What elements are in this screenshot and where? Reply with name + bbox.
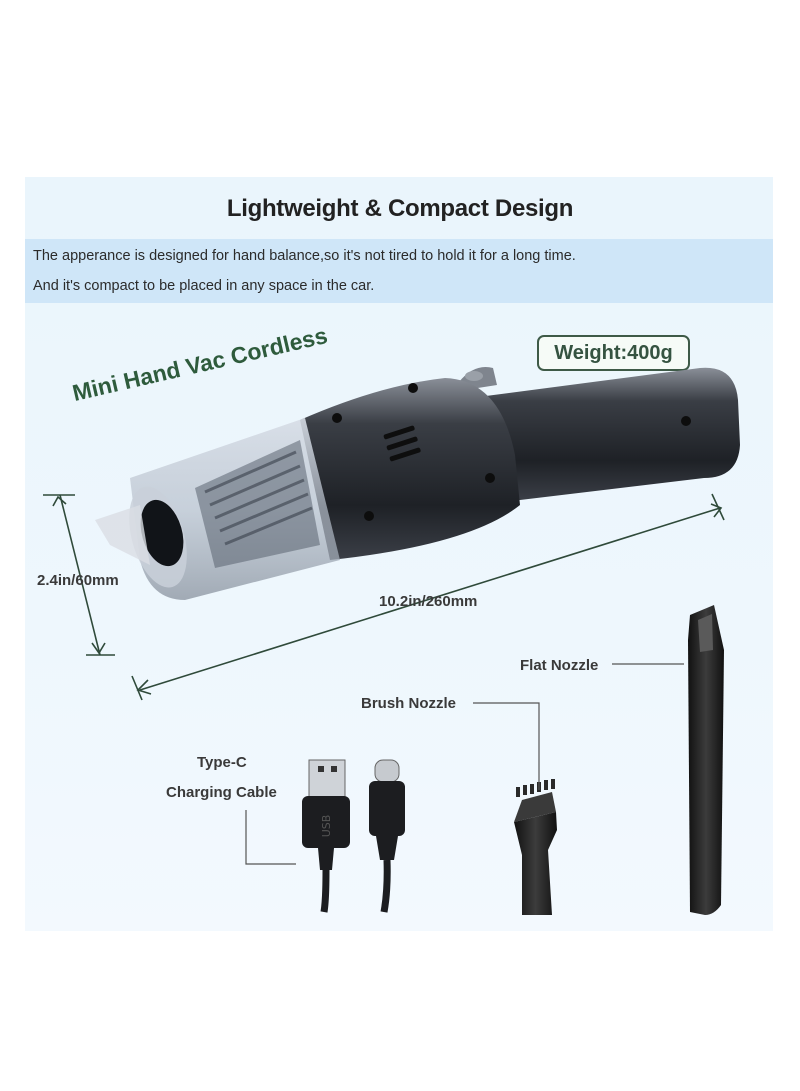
vent-slots-icon — [383, 425, 421, 462]
flat-nozzle-image — [612, 605, 724, 915]
description-line-1: The apperance is designed for hand balan… — [33, 248, 576, 264]
description-band — [25, 239, 773, 303]
weight-badge: Weight:400g — [537, 335, 690, 371]
vacuum-motor-body — [300, 378, 520, 560]
vacuum-handle — [452, 367, 740, 501]
flat-nozzle-label: Flat Nozzle — [520, 657, 599, 674]
svg-text:USB: USB — [320, 815, 333, 838]
page-title: Lightweight & Compact Design — [226, 195, 574, 222]
brush-nozzle-label: Brush Nozzle — [361, 695, 457, 712]
cable-label-line-2: Charging Cable — [166, 784, 277, 801]
brush-nozzle-image — [473, 702, 557, 915]
description-line-2: And it's compact to be placed in any spa… — [33, 278, 375, 294]
cable-label-line-1: Type-C — [197, 754, 247, 771]
length-dimension-label: 10.2in/260mm — [379, 593, 478, 610]
height-dimension-label: 2.4in/60mm — [37, 572, 119, 589]
usb-cable-image: USB — [245, 759, 405, 913]
dimension-arrows — [43, 493, 725, 701]
vacuum-dust-cup — [95, 418, 340, 600]
